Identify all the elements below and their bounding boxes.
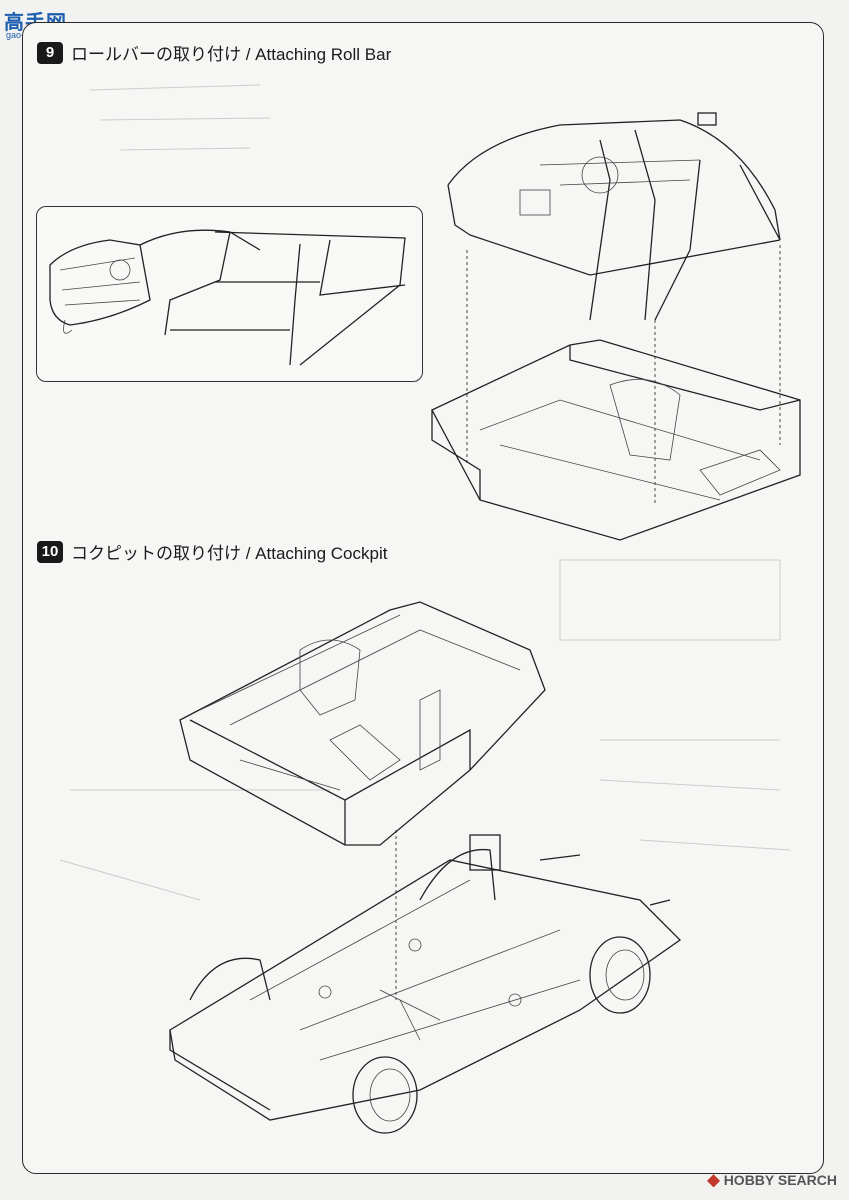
roll-bar-drawing: [447, 112, 781, 321]
chassis-drawing: [169, 834, 682, 1134]
step-number-badge: 10: [37, 540, 63, 563]
step-number-badge: 9: [37, 41, 63, 64]
assembly-guide-lines: [395, 245, 781, 1000]
body-shell-drawing: [179, 601, 546, 846]
ghost-bleed-through: [59, 84, 791, 901]
footer-brand-text: HOBBY SEARCH: [723, 1172, 837, 1188]
cockpit-tub-drawing: [431, 339, 801, 541]
hobby-search-logo-icon: ◆: [707, 1172, 720, 1189]
step-title: ロールバーの取り付け / Attaching Roll Bar: [71, 45, 392, 64]
step-9-header: 9 ロールバーの取り付け / Attaching Roll Bar: [37, 40, 391, 65]
footer-brand: ◆ HOBBY SEARCH: [707, 1170, 837, 1190]
step-title: コクピットの取り付け / Attaching Cockpit: [71, 544, 388, 563]
inset-dashboard-drawing: [49, 229, 406, 366]
step-10-header: 10 コクピットの取り付け / Attaching Cockpit: [37, 539, 387, 564]
